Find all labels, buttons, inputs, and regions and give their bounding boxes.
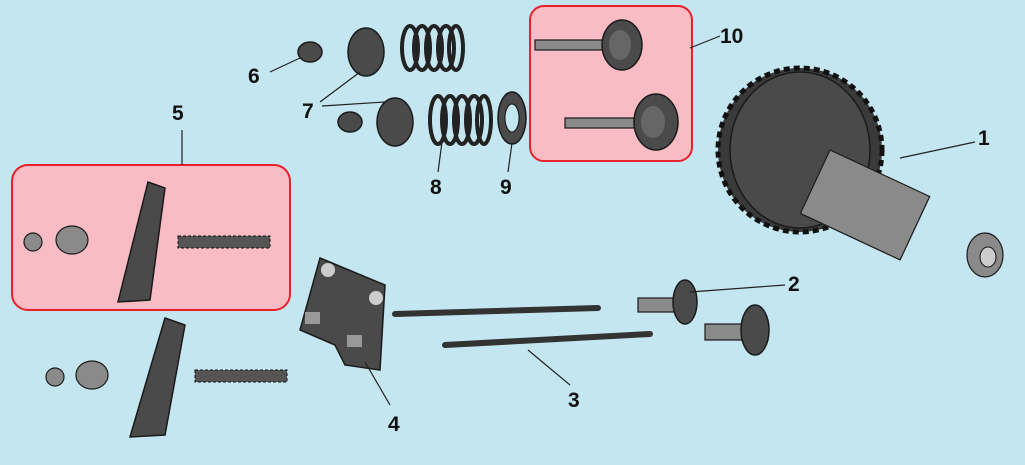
- rocker-arm-assembly: [23, 181, 288, 438]
- label-9: 9: [500, 176, 512, 199]
- label-5: 5: [172, 102, 184, 125]
- valve-retainers: [347, 27, 414, 147]
- valve-springs: [400, 24, 493, 146]
- label-1: 1: [978, 127, 990, 150]
- push-rod-guide-plate: [299, 256, 386, 371]
- label-8: 8: [430, 176, 442, 199]
- label-4: 4: [388, 413, 400, 436]
- push-rods: [392, 305, 653, 348]
- label-10: 10: [720, 25, 743, 48]
- leader-lines: [181, 35, 976, 406]
- label-7: 7: [302, 100, 314, 123]
- tappets: [637, 279, 770, 356]
- label-3: 3: [568, 389, 580, 412]
- valve-stem-seals: [297, 41, 363, 133]
- label-2: 2: [788, 273, 800, 296]
- camshaft-gear: [715, 65, 1004, 278]
- label-6: 6: [248, 65, 260, 88]
- spring-seat: [497, 91, 527, 145]
- valves: [534, 19, 679, 151]
